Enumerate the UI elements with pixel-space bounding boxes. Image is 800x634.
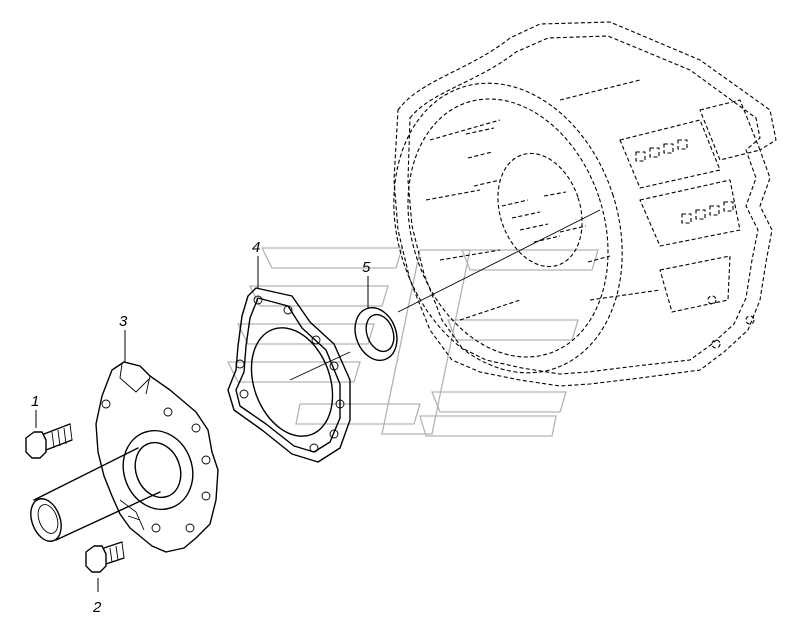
watermark-logo	[226, 247, 599, 437]
callout-labels: 1 2 3 4 5	[31, 239, 371, 616]
callout-2: 2	[92, 599, 102, 616]
part-5-seal-ring	[354, 209, 601, 361]
part-3-cover-with-sleeve	[30, 361, 219, 553]
callout-1: 1	[31, 393, 39, 410]
leader-lines	[35, 256, 369, 592]
callout-5: 5	[362, 259, 371, 276]
part-1-bolt	[25, 423, 73, 459]
transmission-housing	[393, 21, 777, 387]
callout-3: 3	[119, 313, 128, 330]
callout-4: 4	[252, 239, 260, 256]
part-4-gasket	[227, 287, 351, 463]
part-2-bolt	[85, 541, 125, 573]
